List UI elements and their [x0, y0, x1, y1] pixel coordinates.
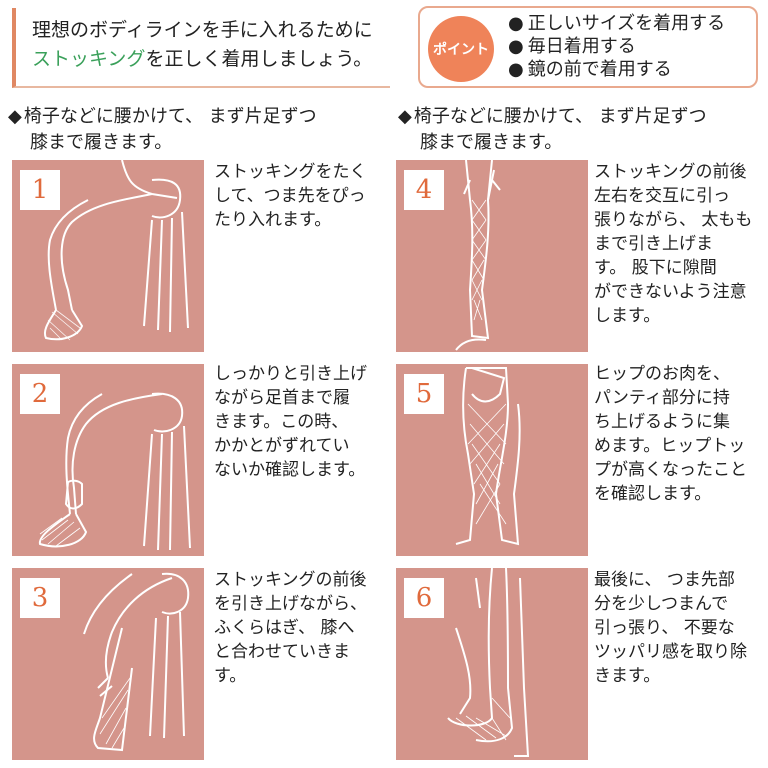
step-text-line: して、つま先をぴっ	[214, 186, 366, 206]
subhead-right: ◆椅子などに腰かけて、 まず片足ずつ 膝まで履きます。	[398, 104, 707, 156]
step-text-line: 引っ張り、 不要な	[594, 618, 735, 638]
subhead-line-2: 膝まで履きます。	[30, 132, 173, 153]
step-5-description: ヒップのお肉を、 パンティ部分に持 ち上げるように集 めます。ヒップトッ プが高…	[594, 362, 754, 506]
step-text-line: します。	[594, 306, 661, 326]
step-text-line: まで引き上げま	[594, 234, 713, 254]
intro-heading: 理想のボディラインを手に入れるために ストッキングを正しく着用しましょう。	[12, 8, 390, 88]
step-text-line: きます。この時、	[214, 412, 349, 432]
point-item: 鏡の前で着用する	[508, 58, 725, 81]
step-text-line: ができないよう注意	[594, 282, 747, 302]
intro-line-2: ストッキングを正しく着用しましょう。	[32, 45, 390, 74]
step-text-line: ストッキングの前後	[594, 162, 747, 182]
step-text-line: を引き上げながら、	[214, 594, 367, 614]
step-number: 5	[404, 374, 444, 414]
standing-legs-icon	[455, 160, 501, 351]
seated-leg-icon	[83, 572, 190, 752]
step-number: 3	[20, 578, 60, 618]
step-text-line: ヒップのお肉を、	[594, 364, 730, 384]
step-text-line: ストッキングの前後	[214, 570, 367, 590]
subhead-line-2: 膝まで履きます。	[420, 132, 563, 153]
step-text-line: ツッパリ感を取り除	[594, 642, 747, 662]
step-4-illustration: 4	[396, 160, 588, 352]
intro-line-1: 理想のボディラインを手に入れるために	[32, 19, 373, 41]
intro-line-2-rest: を正しく着用しましょう。	[145, 48, 373, 70]
standing-legs-icon	[455, 367, 521, 546]
step-text-line: す。	[214, 666, 247, 686]
step-6-illustration: 6	[396, 568, 588, 760]
subhead-line-1: 椅子などに腰かけて、 まず片足ずつ	[413, 106, 707, 127]
step-text-line: 分を少しつまんで	[594, 594, 729, 614]
step-number: 6	[404, 578, 444, 618]
step-text-line: 左右を交互に引っ	[594, 186, 730, 206]
step-text-line: たり入れます。	[214, 210, 332, 230]
step-text-line: ふくらはぎ、 膝へ	[214, 618, 355, 638]
step-6-description: 最後に、 つま先部 分を少しつまんで 引っ張り、 不要な ツッパリ感を取り除 き…	[594, 568, 754, 688]
diamond-icon: ◆	[398, 106, 412, 127]
step-text-line: す。 股下に隙間	[594, 258, 717, 278]
point-badge: ポイント	[428, 16, 494, 82]
step-2-description: しっかりと引き上げ ながら足首まで履 きます。この時、 かかとがずれてい ないか…	[214, 362, 374, 482]
intro-highlight: ストッキング	[32, 48, 146, 70]
step-text-line: 最後に、 つま先部	[594, 570, 735, 590]
step-text-line: 張りながら、 太もも	[594, 210, 753, 230]
diamond-icon: ◆	[8, 106, 22, 127]
point-item: 毎日着用する	[508, 35, 725, 58]
step-1-illustration: 1	[12, 160, 204, 352]
step-1-description: ストッキングをたく して、つま先をぴっ たり入れます。	[214, 160, 374, 232]
step-text-line: プが高くなったこと	[594, 460, 747, 480]
step-number: 4	[404, 170, 444, 210]
step-4-description: ストッキングの前後 左右を交互に引っ 張りながら、 太もも まで引き上げま す。…	[594, 160, 754, 328]
step-text-line: を確認します。	[594, 484, 712, 504]
seated-leg-icon	[38, 392, 191, 551]
step-3-description: ストッキングの前後 を引き上げながら、 ふくらはぎ、 膝へ と合わせていきま す…	[214, 568, 374, 688]
bending-leg-icon	[447, 568, 530, 757]
step-number: 2	[20, 374, 60, 414]
point-list: 正しいサイズを着用する 毎日着用する 鏡の前で着用する	[508, 12, 725, 81]
step-text-line: ストッキングをたく	[214, 162, 367, 182]
step-text-line: ないか確認します。	[214, 460, 366, 480]
subhead-left: ◆椅子などに腰かけて、 まず片足ずつ 膝まで履きます。	[8, 104, 317, 156]
subhead-line-1: 椅子などに腰かけて、 まず片足ずつ	[23, 106, 317, 127]
step-5-illustration: 5	[396, 364, 588, 556]
step-text-line: と合わせていきま	[214, 642, 350, 662]
point-box: ポイント 正しいサイズを着用する 毎日着用する 鏡の前で着用する	[418, 6, 758, 88]
step-text-line: パンティ部分に持	[594, 388, 730, 408]
step-text-line: めます。ヒップトッ	[594, 436, 746, 456]
step-text-line: ち上げるように集	[594, 412, 730, 432]
step-text-line: きます。	[594, 666, 661, 686]
point-item: 正しいサイズを着用する	[508, 12, 725, 35]
step-number: 1	[20, 170, 60, 210]
step-text-line: ながら足首まで履	[214, 388, 350, 408]
seated-leg-icon	[44, 160, 189, 341]
step-text-line: しっかりと引き上げ	[214, 364, 367, 384]
step-3-illustration: 3	[12, 568, 204, 760]
step-text-line: かかとがずれてい	[214, 436, 350, 456]
step-2-illustration: 2	[12, 364, 204, 556]
